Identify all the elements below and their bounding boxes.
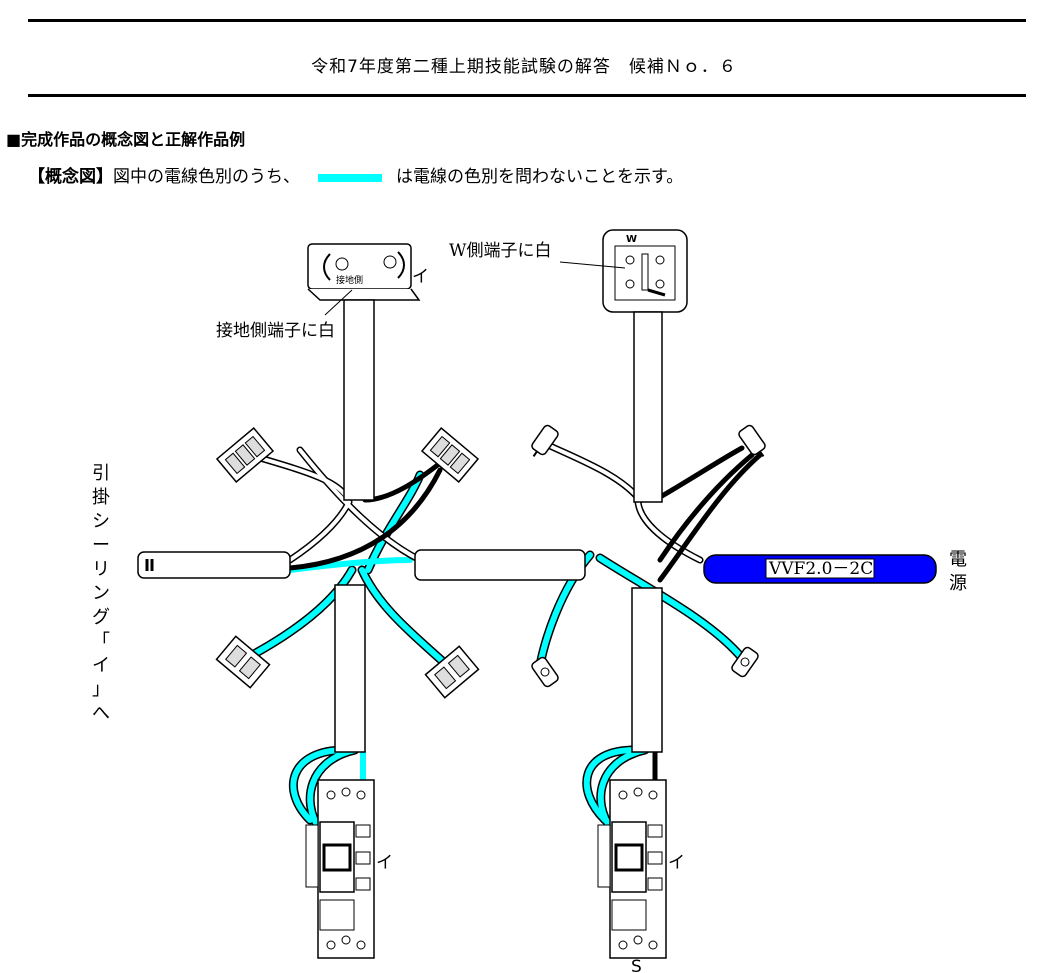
ceiling-pointer — [324, 289, 353, 316]
cyan-wire — [290, 747, 348, 823]
ceiling-terminal-label: 接地側端子に白 — [216, 321, 335, 341]
ceiling-rosette: 接地側 — [307, 243, 421, 301]
concept-label: 【概念図】 — [28, 167, 113, 187]
outlet-terminal-label: W側端子に白 — [449, 241, 551, 261]
ring-sleeve — [731, 646, 759, 678]
svg-text:ン: ン — [92, 583, 110, 604]
concept-text-before: 図中の電線色別のうち、 — [113, 167, 300, 187]
svg-text:」: 」 — [92, 679, 110, 700]
cable-switch-right — [631, 587, 663, 753]
concept-legend: 【概念図】図中の電線色別のうち、 は電線の色別を問わないことを示す。 — [28, 162, 683, 187]
svg-text:引: 引 — [92, 463, 110, 484]
svg-text:グ: グ — [92, 607, 110, 628]
switch-left-i-label: イ — [376, 853, 393, 873]
outlet-w-mark: W — [626, 234, 637, 245]
cable-middle — [414, 549, 586, 581]
cyan-wire — [597, 747, 648, 833]
svg-text:へ: へ — [92, 703, 110, 724]
page-title: 令和7年度第二種上期技能試験の解答 候補Ｎｏ．６ — [311, 57, 737, 77]
cyan-wire — [307, 747, 358, 833]
outlet: W — [602, 229, 688, 313]
outlet-pointer — [559, 261, 626, 269]
ring-sleeve — [531, 424, 559, 457]
bottom-rule — [28, 94, 1026, 97]
wire-connector — [215, 427, 275, 483]
cable-rosette — [343, 299, 375, 501]
wire-connector — [424, 645, 480, 699]
switch-right-i-label: イ — [668, 853, 685, 873]
switch-right — [597, 779, 667, 959]
svg-text:「: 「 — [92, 631, 110, 652]
cyan-wire — [597, 555, 745, 661]
concept-text-after: は電線の色別を問わないことを示す。 — [396, 167, 684, 187]
wiring-diagram: 接地側 イ 接地側端子に白 W W側端子に白 VVF2.0－2C 電 源 — [92, 229, 967, 973]
cyan-wire — [583, 747, 638, 823]
ceiling-i-label: イ — [412, 267, 429, 287]
cable-outlet — [633, 311, 663, 503]
section-heading: ■完成作品の概念図と正解作品例 — [6, 130, 246, 149]
cable-ceiling-feed — [137, 551, 291, 579]
cyan-wire — [240, 567, 355, 663]
switch-right-s-label: S — [631, 957, 642, 973]
source-label-1: 電 — [949, 549, 967, 570]
svg-text:掛: 掛 — [92, 487, 110, 508]
cyan-swatch — [318, 173, 382, 182]
white-wires — [246, 441, 704, 564]
power-cable-label: VVF2.0－2C — [768, 559, 873, 579]
cyan-wire — [359, 567, 453, 671]
ceiling-destination-label: 引 掛 シ ー リ ン グ 「 イ 」 へ — [92, 463, 110, 724]
switch-left — [305, 779, 375, 959]
svg-text:ー: ー — [92, 535, 110, 556]
ceiling-face-label: 接地側 — [336, 274, 363, 286]
svg-text:シ: シ — [92, 511, 110, 532]
top-rule — [28, 19, 1026, 22]
svg-text:イ: イ — [92, 655, 110, 676]
svg-text:リ: リ — [92, 559, 110, 580]
source-label-2: 源 — [949, 573, 967, 594]
wire-connector — [215, 635, 271, 689]
cable-switch-left — [334, 584, 366, 753]
wire-connector — [420, 427, 480, 483]
ring-sleeve — [531, 656, 559, 688]
ring-sleeve — [738, 424, 766, 457]
